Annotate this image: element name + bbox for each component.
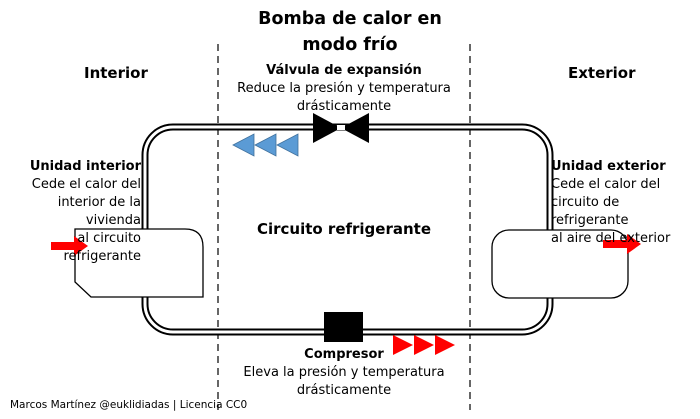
valve-name: Válvula de expansión bbox=[266, 63, 422, 78]
zone-exterior-label: Exterior bbox=[568, 64, 636, 82]
outdoor-unit-desc-line-1: Cede el calor del bbox=[551, 177, 661, 192]
indoor-unit-name: Unidad interior bbox=[29, 159, 141, 174]
indoor-heat-arrow-icon bbox=[51, 236, 88, 256]
compressor-desc-line-1: Eleva la presión y temperatura bbox=[243, 365, 445, 380]
compressor-desc-line-2: drásticamente bbox=[296, 383, 392, 398]
indoor-unit-desc-line-2: interior de la vivienda bbox=[57, 195, 141, 228]
page-title: Bomba de calor en modo frío bbox=[0, 6, 700, 58]
indoor-unit-box bbox=[74, 228, 204, 298]
credit-text: Marcos Martínez @euklidiadas | Licencia … bbox=[10, 399, 248, 411]
outdoor-unit-name: Unidad exterior bbox=[551, 159, 666, 174]
expansion-valve-icon bbox=[313, 113, 369, 143]
indoor-unit-desc-line-3: al circuito refrigerante bbox=[63, 231, 142, 264]
outdoor-unit-desc-line-3: al aire del exterior bbox=[551, 231, 671, 246]
compressor-icon bbox=[324, 312, 363, 342]
outdoor-unit-desc-line-2: circuito de refrigerante bbox=[551, 195, 629, 228]
indoor-unit-desc-line-1: Cede el calor del bbox=[31, 177, 141, 192]
title-line-1: Bomba de calor en bbox=[258, 9, 442, 29]
hot-flow-arrows-icon bbox=[393, 335, 455, 355]
valve-desc-line-2: drásticamente bbox=[296, 99, 392, 114]
compressor-caption: Compresor Eleva la presión y temperatura… bbox=[218, 346, 470, 400]
outdoor-unit-box bbox=[491, 229, 629, 299]
zone-interior-label: Interior bbox=[84, 64, 148, 82]
circuit-label: Circuito refrigerante bbox=[256, 220, 432, 238]
valve-caption: Válvula de expansión Reduce la presión y… bbox=[218, 62, 470, 116]
cold-flow-arrows-icon bbox=[232, 133, 299, 157]
outdoor-unit-caption: Unidad exterior Cede el calor del circui… bbox=[551, 158, 700, 248]
valve-desc-line-1: Reduce la presión y temperatura bbox=[237, 81, 451, 96]
indoor-unit-caption: Unidad interior Cede el calor del interi… bbox=[0, 158, 141, 266]
outdoor-heat-arrow-icon bbox=[603, 234, 641, 254]
title-line-2: modo frío bbox=[302, 35, 398, 55]
compressor-name: Compresor bbox=[304, 347, 384, 362]
